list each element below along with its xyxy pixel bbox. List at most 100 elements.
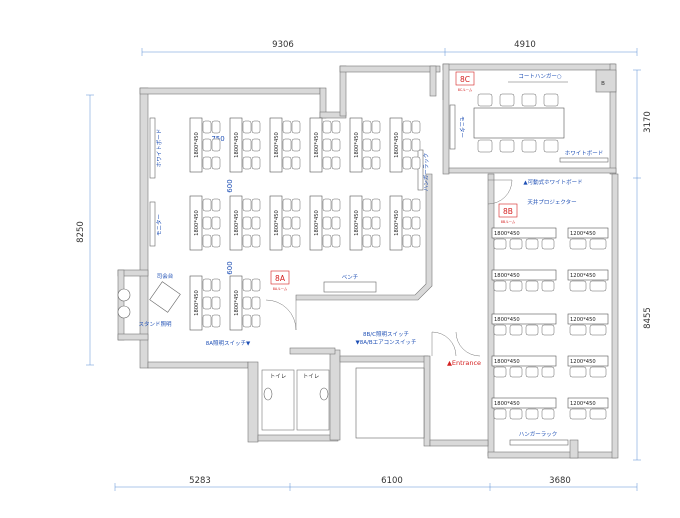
chair — [282, 234, 292, 248]
chair — [291, 138, 301, 152]
monitor-8c-label: モニター — [458, 116, 466, 138]
chair — [411, 138, 421, 152]
whiteboard-left-label: ホワイトボード — [155, 129, 163, 168]
desk-size-label: 1800*450 — [494, 359, 520, 365]
chair — [509, 238, 523, 250]
dimension-lines — [86, 48, 641, 491]
switch-8a-label: 8A照明スイッチ▼ — [206, 340, 251, 347]
desk-group: 1800*450 — [349, 117, 381, 173]
svg-text:8Bルーム: 8Bルーム — [501, 219, 516, 224]
chair — [525, 408, 539, 420]
chair — [509, 408, 523, 420]
desk-size-label: 1200*450 — [570, 273, 596, 279]
chair — [322, 138, 332, 152]
chair — [251, 120, 261, 134]
room-8c-label: 8C 8Cルーム — [455, 71, 475, 92]
desk-size-label: 1800*450 — [494, 273, 520, 279]
chair — [242, 296, 252, 310]
desk-size-label: 1200*450 — [570, 317, 596, 323]
chair — [331, 156, 341, 170]
chair — [541, 366, 555, 378]
toilet-2 — [296, 369, 330, 431]
ceiling-projector-label: 天井プロジェクター — [527, 198, 576, 206]
chair — [251, 138, 261, 152]
chair — [371, 138, 381, 152]
chair — [202, 234, 212, 248]
chair — [242, 234, 252, 248]
chair — [282, 198, 292, 212]
doors — [265, 80, 513, 357]
chair — [569, 324, 587, 336]
bench — [323, 281, 377, 293]
chair — [202, 296, 212, 310]
desk-size-label: 1800*450 — [494, 317, 520, 323]
chair — [493, 408, 507, 420]
stand-light — [117, 288, 131, 319]
desk-size-label: 1200*450 — [570, 401, 596, 407]
desk-group: 1200*450 — [567, 269, 609, 292]
chair — [525, 324, 539, 336]
side-table-label: 司会台 — [157, 272, 174, 280]
hanger-rack-8a-label: ハンガーラック — [422, 153, 430, 192]
chair — [371, 198, 381, 212]
desk-group: 1800*450 — [229, 195, 261, 251]
chair — [291, 216, 301, 230]
chair — [202, 120, 212, 134]
desk-group: 1200*450 — [567, 355, 609, 378]
desk-size-label: 1800*450 — [194, 132, 200, 158]
desk-group: 1800*450 — [491, 355, 557, 378]
dim-left-8250: 8250 — [76, 221, 86, 243]
chair — [242, 138, 252, 152]
chair — [282, 216, 292, 230]
movable-whiteboard-label: ▲可動式ホワイトボード — [523, 178, 582, 186]
desk-size-label: 1800*450 — [394, 132, 400, 158]
room-8a-label: 8A 8Aルーム — [270, 270, 290, 291]
chair — [569, 408, 587, 420]
chair — [282, 120, 292, 134]
chair — [499, 93, 515, 107]
desk-group: 1200*450 — [567, 313, 609, 336]
desk-size-label: 1200*450 — [570, 231, 596, 237]
svg-text:8A: 8A — [275, 274, 286, 283]
desk-size-label: 1800*450 — [234, 290, 240, 316]
chair — [371, 216, 381, 230]
chair — [362, 198, 372, 212]
walls — [117, 63, 619, 459]
chair — [541, 324, 555, 336]
desk-size-label: 1800*450 — [494, 401, 520, 407]
desk-size-label: 1800*450 — [274, 132, 280, 158]
desk-group: 1200*450 — [567, 397, 609, 420]
desk-group: 1800*450 — [309, 117, 341, 173]
chair — [477, 93, 493, 107]
desk-group: 1200*450 — [567, 227, 609, 250]
chair — [211, 156, 221, 170]
chair — [251, 216, 261, 230]
monitor-8c — [449, 104, 456, 150]
chair — [242, 216, 252, 230]
chair — [362, 120, 372, 134]
svg-text:8Cルーム: 8Cルーム — [458, 87, 473, 92]
chair — [589, 366, 607, 378]
chairs-8c — [477, 93, 559, 153]
chair — [521, 139, 537, 153]
chair — [411, 216, 421, 230]
chair — [589, 280, 607, 292]
chair — [509, 324, 523, 336]
chair — [322, 198, 332, 212]
desk-group: 1800*450 — [491, 269, 557, 292]
chair — [569, 366, 587, 378]
chair — [411, 198, 421, 212]
chair — [402, 198, 412, 212]
chair — [493, 366, 507, 378]
chair — [211, 314, 221, 328]
chair — [569, 280, 587, 292]
chair — [402, 120, 412, 134]
chair — [477, 139, 493, 153]
desk-group: 1800*450 — [389, 195, 421, 251]
desk-size-label: 1800*450 — [274, 210, 280, 236]
chair — [525, 366, 539, 378]
chair — [589, 238, 607, 250]
hanger-rack-8b — [509, 439, 569, 446]
chair — [251, 314, 261, 328]
hanger-rack-8a — [417, 149, 424, 191]
